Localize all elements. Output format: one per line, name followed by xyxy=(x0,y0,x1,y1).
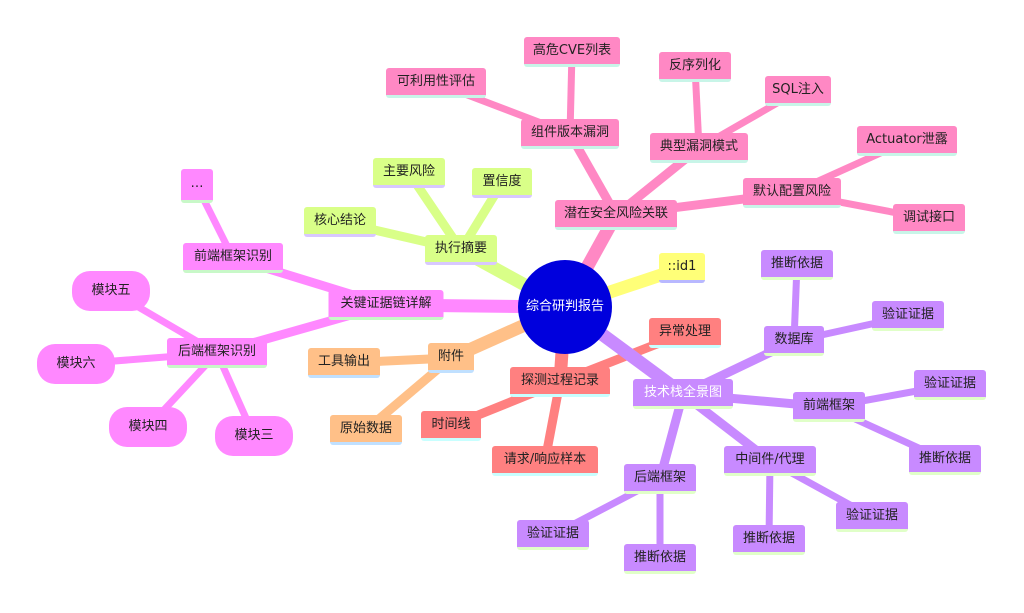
node-ev-fe[interactable]: 前端框架识别 xyxy=(183,243,283,273)
node-probe-req[interactable]: 请求/响应样本 xyxy=(492,446,598,476)
node-risk-comp[interactable]: 组件版本漏洞 xyxy=(521,119,619,149)
node-ev-m3[interactable]: 模块三 xyxy=(215,416,293,456)
node-sum-conf[interactable]: 置信度 xyxy=(472,168,532,198)
node-tech-fe-inf[interactable]: 推断依据 xyxy=(909,445,981,475)
node-ev-be[interactable]: 后端框架识别 xyxy=(167,338,267,368)
node-tech-be-ver[interactable]: 验证证据 xyxy=(517,520,589,550)
node-tech-db[interactable]: 数据库 xyxy=(764,326,824,356)
node-risk[interactable]: 潜在安全风险关联 xyxy=(555,200,677,230)
node-ev-m6[interactable]: 模块六 xyxy=(37,344,115,384)
node-ev-m4[interactable]: 模块四 xyxy=(109,407,187,447)
node-risk-pat[interactable]: 典型漏洞模式 xyxy=(650,133,748,163)
node-tech-mw-ver[interactable]: 验证证据 xyxy=(836,502,908,532)
node-ev-more[interactable]: … xyxy=(181,169,213,203)
node-sum-risk[interactable]: 主要风险 xyxy=(373,158,445,188)
node-risk-cfg[interactable]: 默认配置风险 xyxy=(743,178,841,208)
node-probe[interactable]: 探测过程记录 xyxy=(510,367,610,397)
node-probe-err[interactable]: 异常处理 xyxy=(649,318,721,348)
node-tech-db-inf[interactable]: 推断依据 xyxy=(761,250,833,280)
node-tech-mw[interactable]: 中间件/代理 xyxy=(724,446,816,476)
node-tech-mw-inf[interactable]: 推断依据 xyxy=(733,525,805,555)
node-risk-deser[interactable]: 反序列化 xyxy=(659,52,731,82)
node-id1[interactable]: ::id1 xyxy=(659,253,705,283)
node-risk-act[interactable]: Actuator泄露 xyxy=(857,126,957,156)
node-att-raw[interactable]: 原始数据 xyxy=(330,415,402,445)
node-tech-db-ver[interactable]: 验证证据 xyxy=(872,301,944,331)
node-risk-cve[interactable]: 高危CVE列表 xyxy=(524,37,620,67)
node-att-tool[interactable]: 工具输出 xyxy=(308,348,380,378)
node-tech-fe-ver[interactable]: 验证证据 xyxy=(914,370,986,400)
node-risk-sql[interactable]: SQL注入 xyxy=(765,76,831,106)
node-ev[interactable]: 关键证据链详解 xyxy=(328,290,444,320)
node-root[interactable]: 综合研判报告 xyxy=(518,260,612,354)
node-att[interactable]: 附件 xyxy=(428,343,474,373)
node-risk-dbg[interactable]: 调试接口 xyxy=(893,204,965,234)
node-tech[interactable]: 技术栈全景图 xyxy=(633,379,733,409)
node-tech-be-inf[interactable]: 推断依据 xyxy=(624,544,696,574)
node-risk-exp[interactable]: 可利用性评估 xyxy=(386,68,486,98)
node-sum-core[interactable]: 核心结论 xyxy=(304,207,376,237)
node-sum[interactable]: 执行摘要 xyxy=(425,235,497,265)
node-tech-be[interactable]: 后端框架 xyxy=(624,464,696,494)
node-probe-time[interactable]: 时间线 xyxy=(421,411,481,441)
node-ev-m5[interactable]: 模块五 xyxy=(72,271,150,311)
node-tech-fe[interactable]: 前端框架 xyxy=(793,392,865,422)
